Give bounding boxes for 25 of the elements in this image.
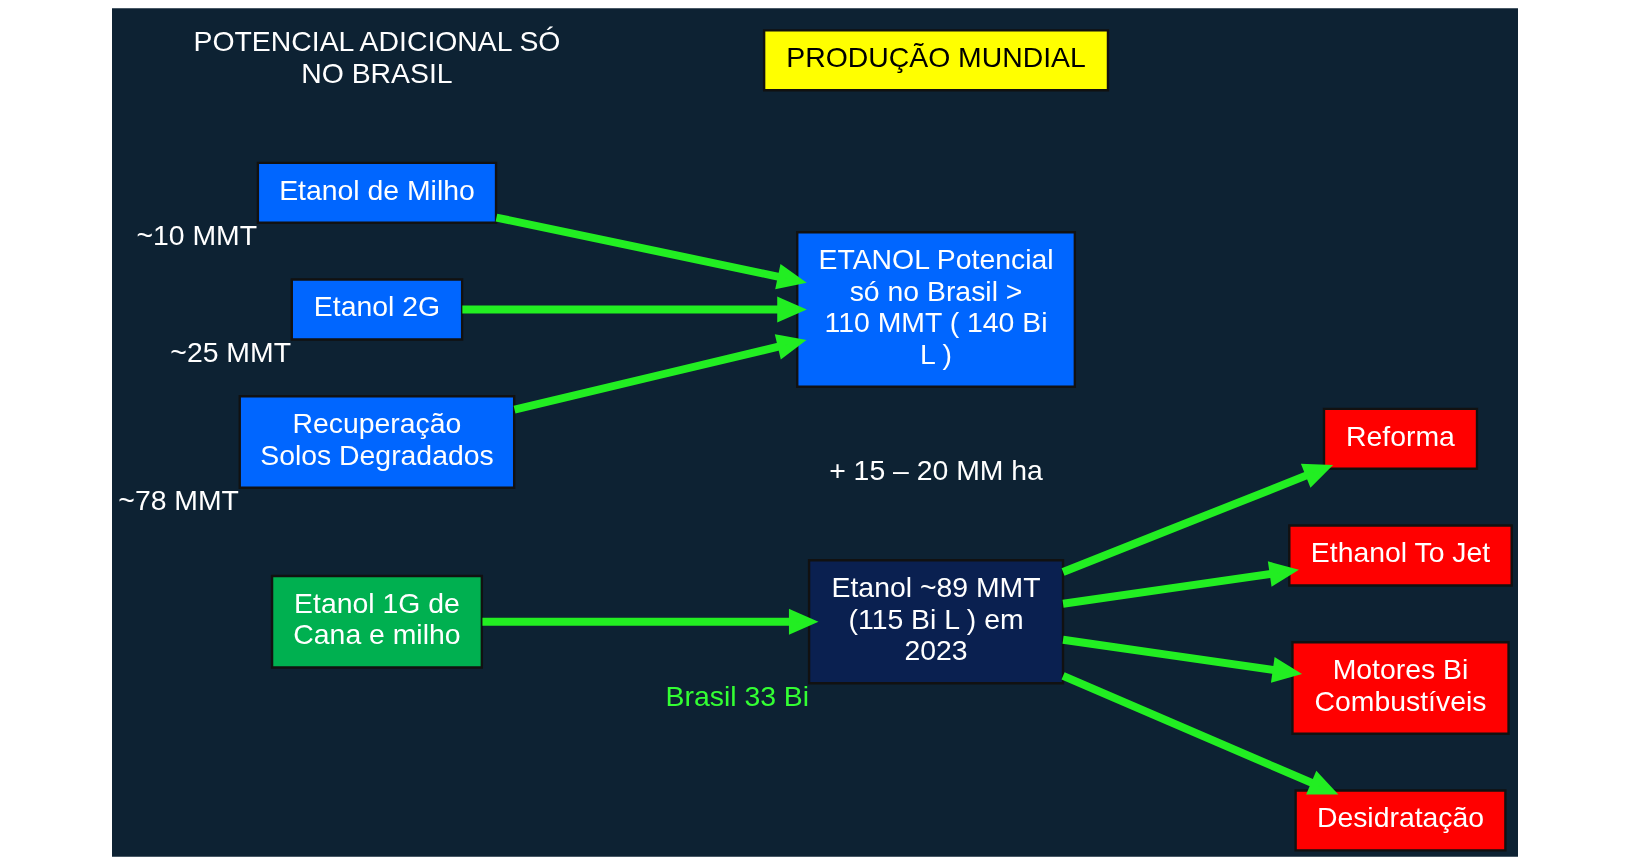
- arrow: [1061, 672, 1338, 795]
- node-box: Reforma: [1322, 407, 1478, 470]
- node-box: Motores Bi Combustíveis: [1290, 641, 1510, 735]
- label: POTENCIAL ADICIONAL SÓ NO BRASIL: [193, 25, 560, 90]
- node-box: Desidratação: [1293, 789, 1507, 852]
- node-label: ~25 MMT: [169, 336, 291, 369]
- label: + 15 – 20 MM ha: [828, 454, 1043, 487]
- node-box: Ethanol To Jet: [1287, 524, 1513, 587]
- node-box: PRODUÇÃO MUNDIAL: [762, 29, 1109, 92]
- node-box: Etanol 1G de Cana e milho: [270, 574, 483, 669]
- arrow: [1062, 561, 1299, 608]
- arrow: [1062, 635, 1302, 683]
- arrow: [513, 334, 807, 414]
- node-box: ETANOL Potencial só no Brasil > 110 MMT ( 140 Bi L ): [795, 231, 1076, 388]
- arrow: [481, 608, 818, 635]
- node-box: Etanol ~89 MMT (115 Bi L ) em 2023: [807, 559, 1064, 685]
- arrow: [461, 296, 807, 323]
- node-label: Brasil 33 Bi: [665, 679, 809, 712]
- node-box: Recuperação Solos Degradados: [238, 395, 515, 489]
- node-label: ~10 MMT: [135, 219, 257, 252]
- arrow: [495, 213, 807, 290]
- arrow: [1061, 463, 1333, 576]
- node-box: Etanol 2G: [290, 278, 463, 341]
- node-label: ~78 MMT: [117, 484, 239, 517]
- node-box: Etanol de Milho: [256, 161, 497, 224]
